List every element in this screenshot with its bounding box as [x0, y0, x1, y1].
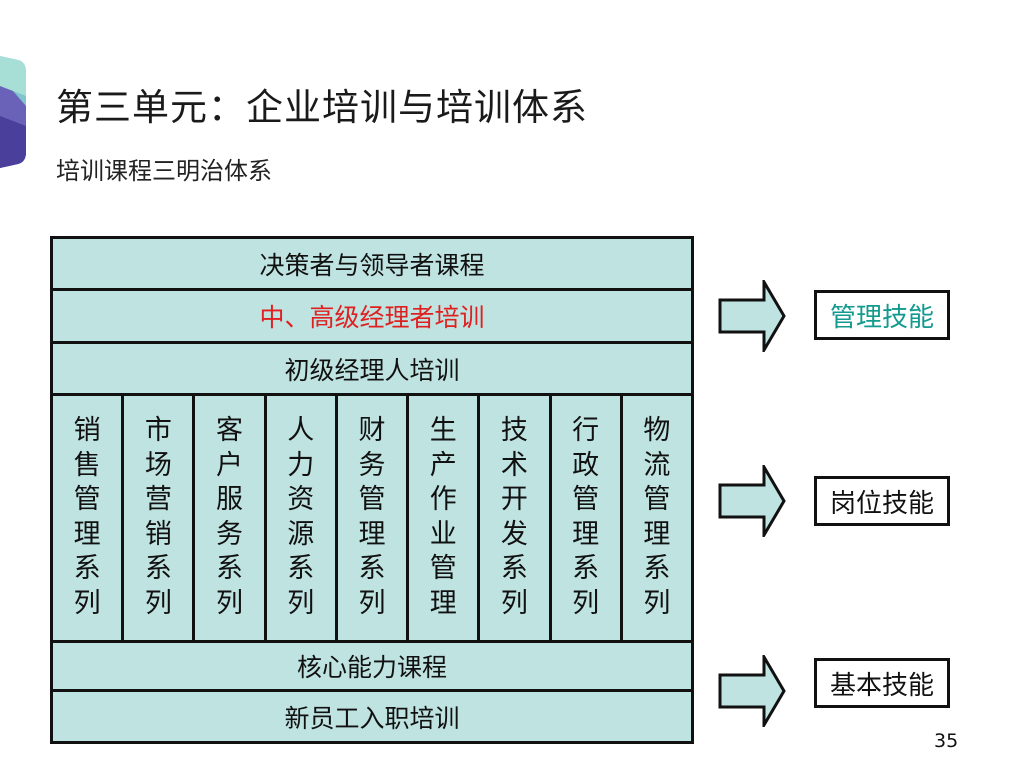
corner-decoration-shape	[0, 56, 26, 168]
training-sandwich-diagram: 决策者与领导者课程 中、高级经理者培训 初级经理人培训 销售管理系列 市场营销系…	[50, 236, 694, 744]
skill-box-position: 岗位技能	[814, 476, 950, 526]
series-column: 人力资源系列	[266, 396, 338, 640]
series-column: 技术开发系列	[480, 396, 552, 640]
slide-subtitle: 培训课程三明治体系	[56, 157, 272, 185]
series-column: 客户服务系列	[195, 396, 267, 640]
right-arrow-icon	[718, 465, 786, 537]
band-senior-manager-training: 中、高级经理者培训	[53, 291, 691, 344]
series-column: 行政管理系列	[551, 396, 623, 640]
skill-box-management: 管理技能	[814, 290, 950, 340]
series-column: 物流管理系列	[622, 396, 691, 640]
skill-box-basic: 基本技能	[814, 658, 950, 708]
band-new-employee-onboarding: 新员工入职培训	[53, 692, 691, 741]
right-arrow-icon	[718, 280, 786, 352]
series-column: 生产作业管理	[409, 396, 481, 640]
series-column: 财务管理系列	[337, 396, 410, 640]
functional-series-columns: 销售管理系列 市场营销系列 客户服务系列 人力资源系列 财务管理系列 生产作业管…	[53, 396, 691, 640]
band-junior-manager-training: 初级经理人培训	[53, 344, 691, 396]
band-leader-courses: 决策者与领导者课程	[53, 239, 691, 291]
slide-title: 第三单元：企业培训与培训体系	[56, 86, 588, 129]
series-label: 行政管理系列	[572, 415, 600, 619]
page-number: 35	[934, 730, 959, 752]
band-core-competency-courses: 核心能力课程	[53, 640, 691, 692]
series-label: 生产作业管理	[429, 415, 457, 619]
series-column: 销售管理系列	[53, 396, 125, 640]
series-label: 物流管理系列	[643, 415, 671, 619]
series-label: 市场营销系列	[144, 415, 172, 619]
series-label: 人力资源系列	[287, 415, 315, 619]
series-label: 财务管理系列	[358, 415, 386, 619]
series-label: 技术开发系列	[500, 415, 528, 619]
series-column: 市场营销系列	[124, 396, 196, 640]
series-label: 销售管理系列	[73, 415, 101, 619]
right-arrow-icon	[718, 655, 786, 727]
series-label: 客户服务系列	[216, 415, 244, 619]
